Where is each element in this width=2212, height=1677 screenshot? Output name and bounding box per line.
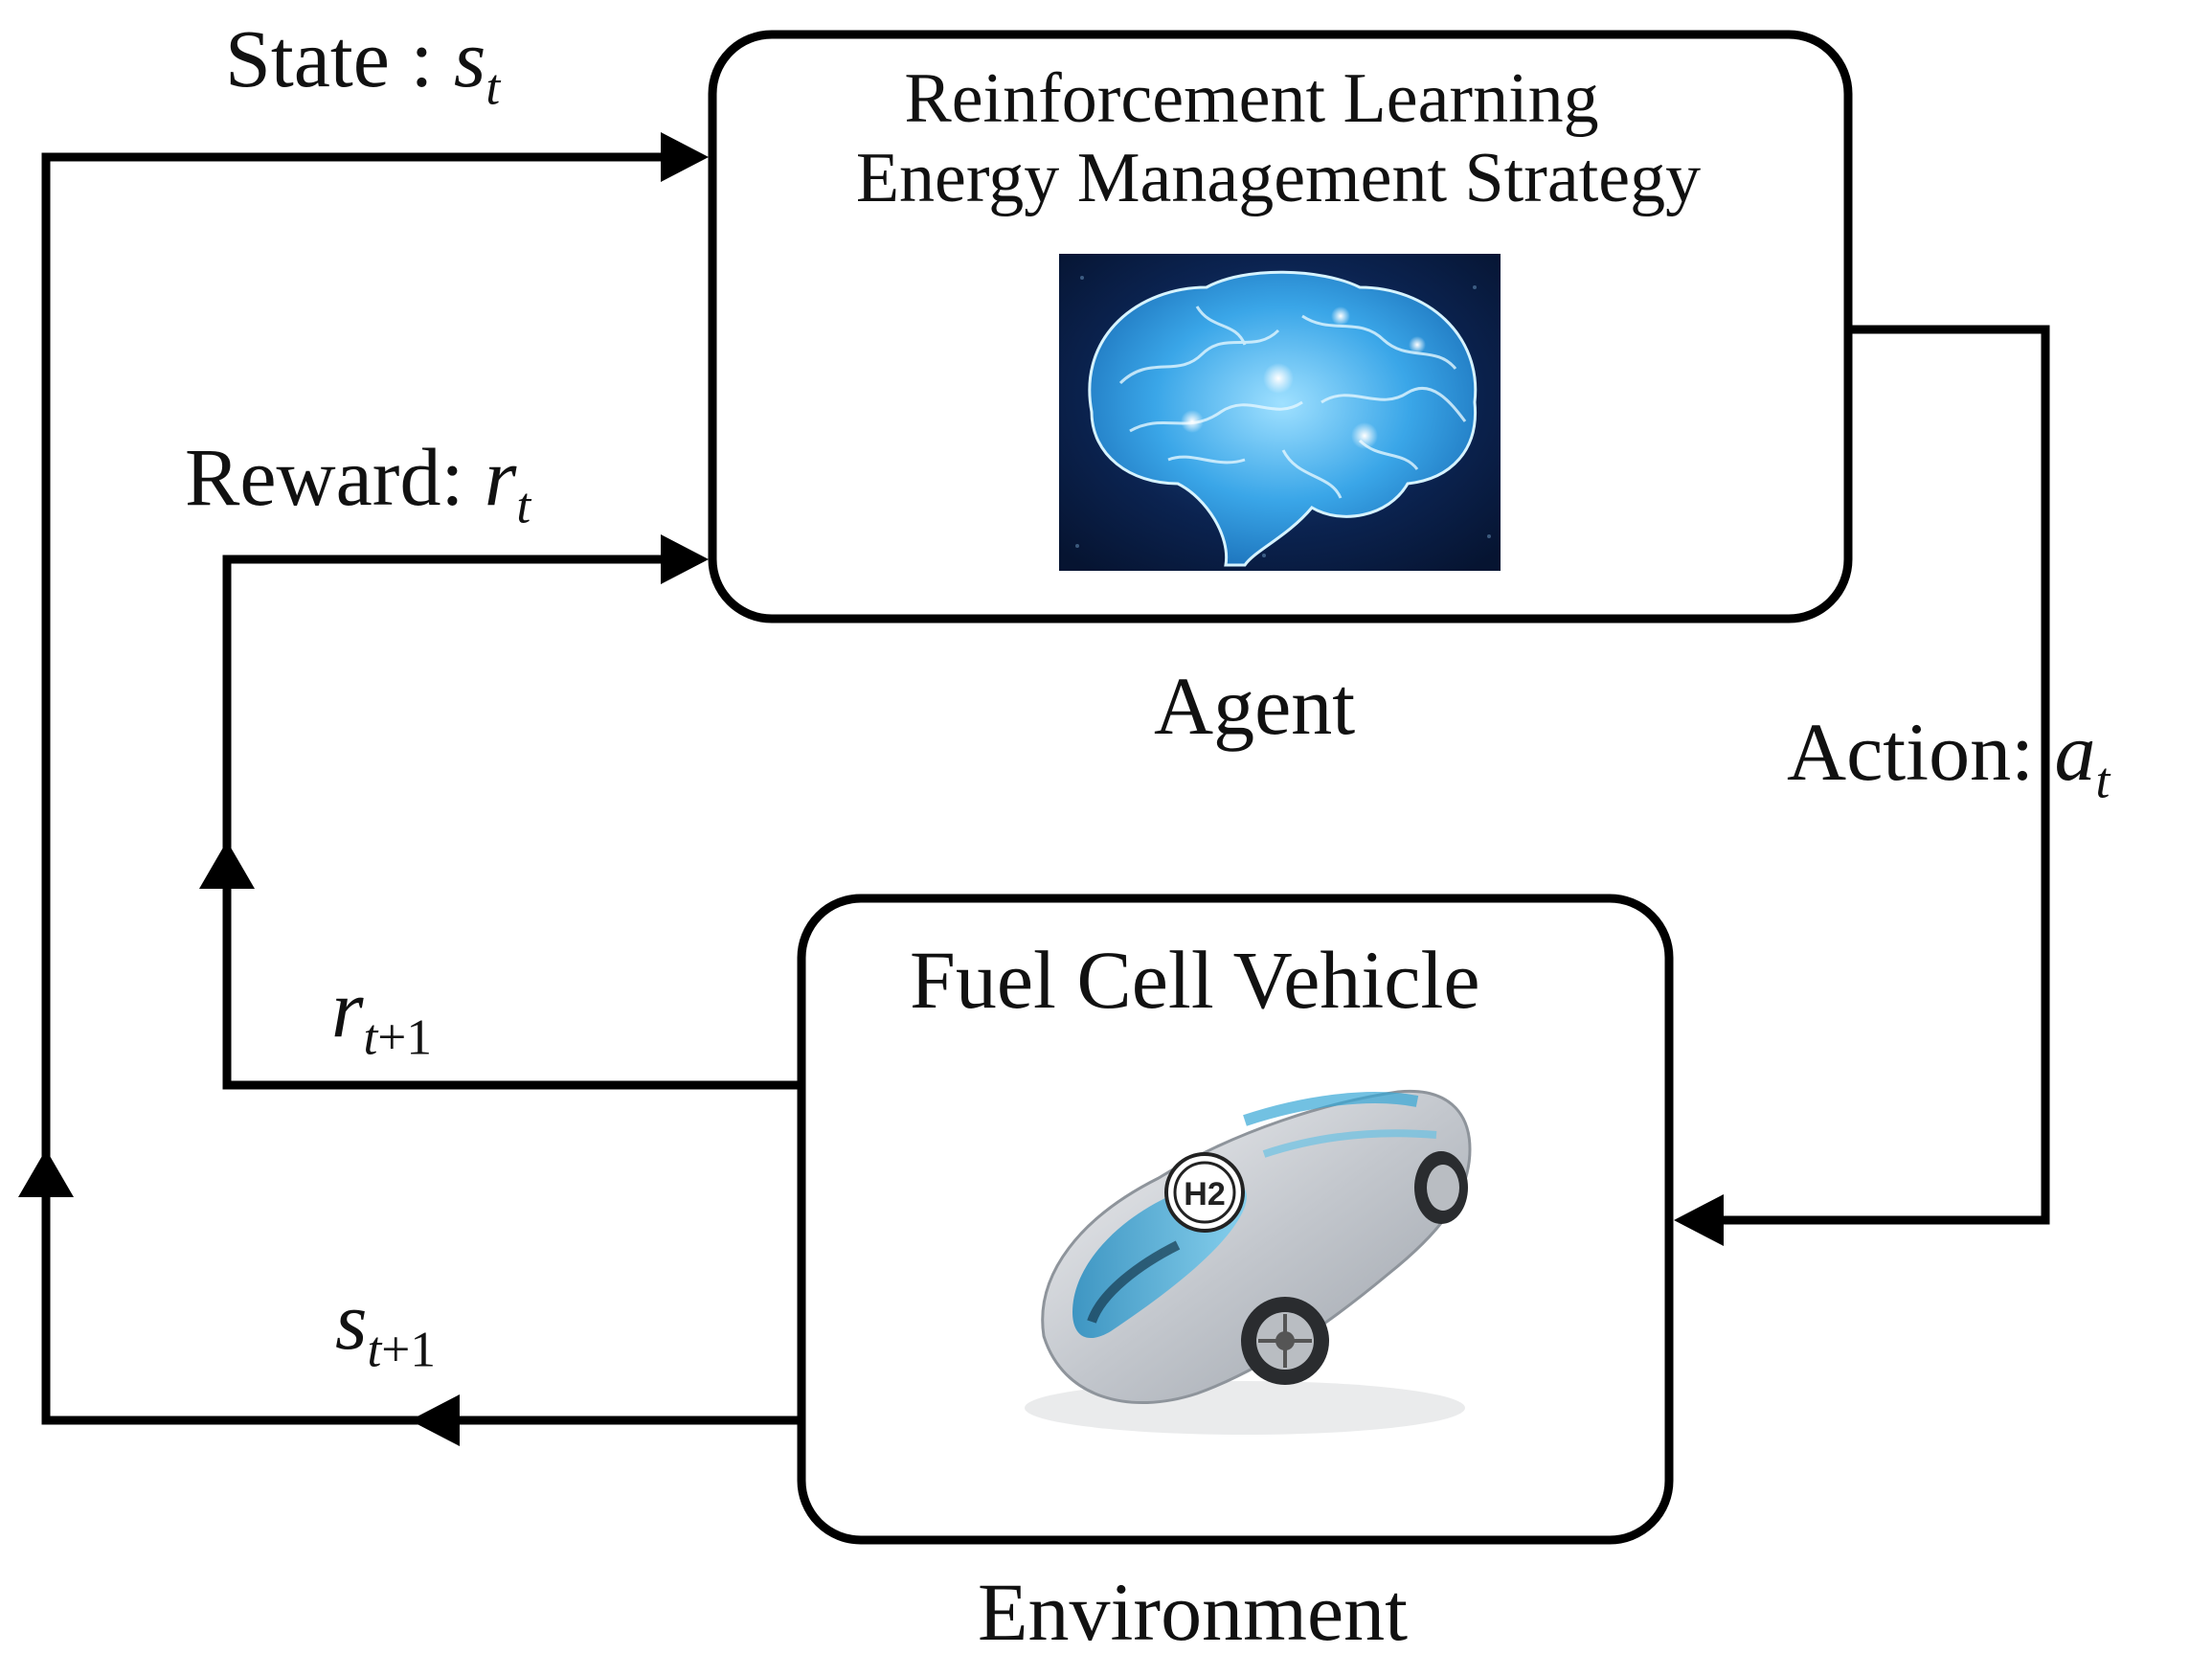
state-left-arrowhead <box>410 1394 460 1446</box>
next-reward-sub-rest: +1 <box>377 1008 433 1066</box>
state-arrowhead <box>661 132 709 182</box>
agent-title: Reinforcement Learning Energy Management… <box>712 59 1848 218</box>
reward-up-arrowhead <box>199 841 255 889</box>
action-line <box>1724 325 2050 1225</box>
next-state-label: st+1 <box>335 1280 436 1375</box>
reward-label: Reward: rt <box>185 436 530 532</box>
reward-arrowhead <box>661 534 709 584</box>
front-wheel <box>1241 1297 1329 1385</box>
state-label-var: s <box>453 12 486 104</box>
action-label-sub: t <box>2095 751 2110 809</box>
next-reward-label: rt+1 <box>331 967 432 1063</box>
reward-feedback-line <box>222 555 801 1090</box>
car-badge-text: H2 <box>1184 1176 1225 1212</box>
next-state-sub-t: t <box>367 1320 382 1378</box>
next-reward-sub-t: t <box>363 1008 378 1066</box>
action-arrowhead <box>1674 1194 1724 1246</box>
next-state-var: s <box>335 1275 368 1367</box>
action-label-var: a <box>2054 706 2096 798</box>
action-label: Action: at <box>1787 711 2110 806</box>
state-feedback-line <box>41 152 801 1425</box>
brain-image <box>1059 254 1501 571</box>
state-up-arrowhead <box>18 1149 74 1197</box>
next-reward-var: r <box>331 963 364 1054</box>
action-label-prefix: Action: <box>1787 706 2055 798</box>
state-label-prefix: State : <box>225 12 454 104</box>
next-state-sub-rest: +1 <box>381 1320 437 1378</box>
reward-label-prefix: Reward: <box>185 431 485 523</box>
state-label-sub: t <box>485 57 501 116</box>
reward-label-var: r <box>484 431 517 523</box>
agent-title-line1: Reinforcement Learning <box>904 59 1599 138</box>
environment-caption: Environment <box>978 1566 1409 1658</box>
rear-wheel <box>1414 1151 1468 1224</box>
environment-title: Fuel Cell Vehicle <box>910 934 1480 1026</box>
agent-title-line2: Energy Management Strategy <box>855 138 1702 217</box>
fuel-cell-car-image: H2 <box>1025 1089 1472 1435</box>
agent-caption: Agent <box>1154 660 1356 752</box>
state-label: State : st <box>225 17 500 113</box>
reward-label-sub: t <box>516 476 531 534</box>
